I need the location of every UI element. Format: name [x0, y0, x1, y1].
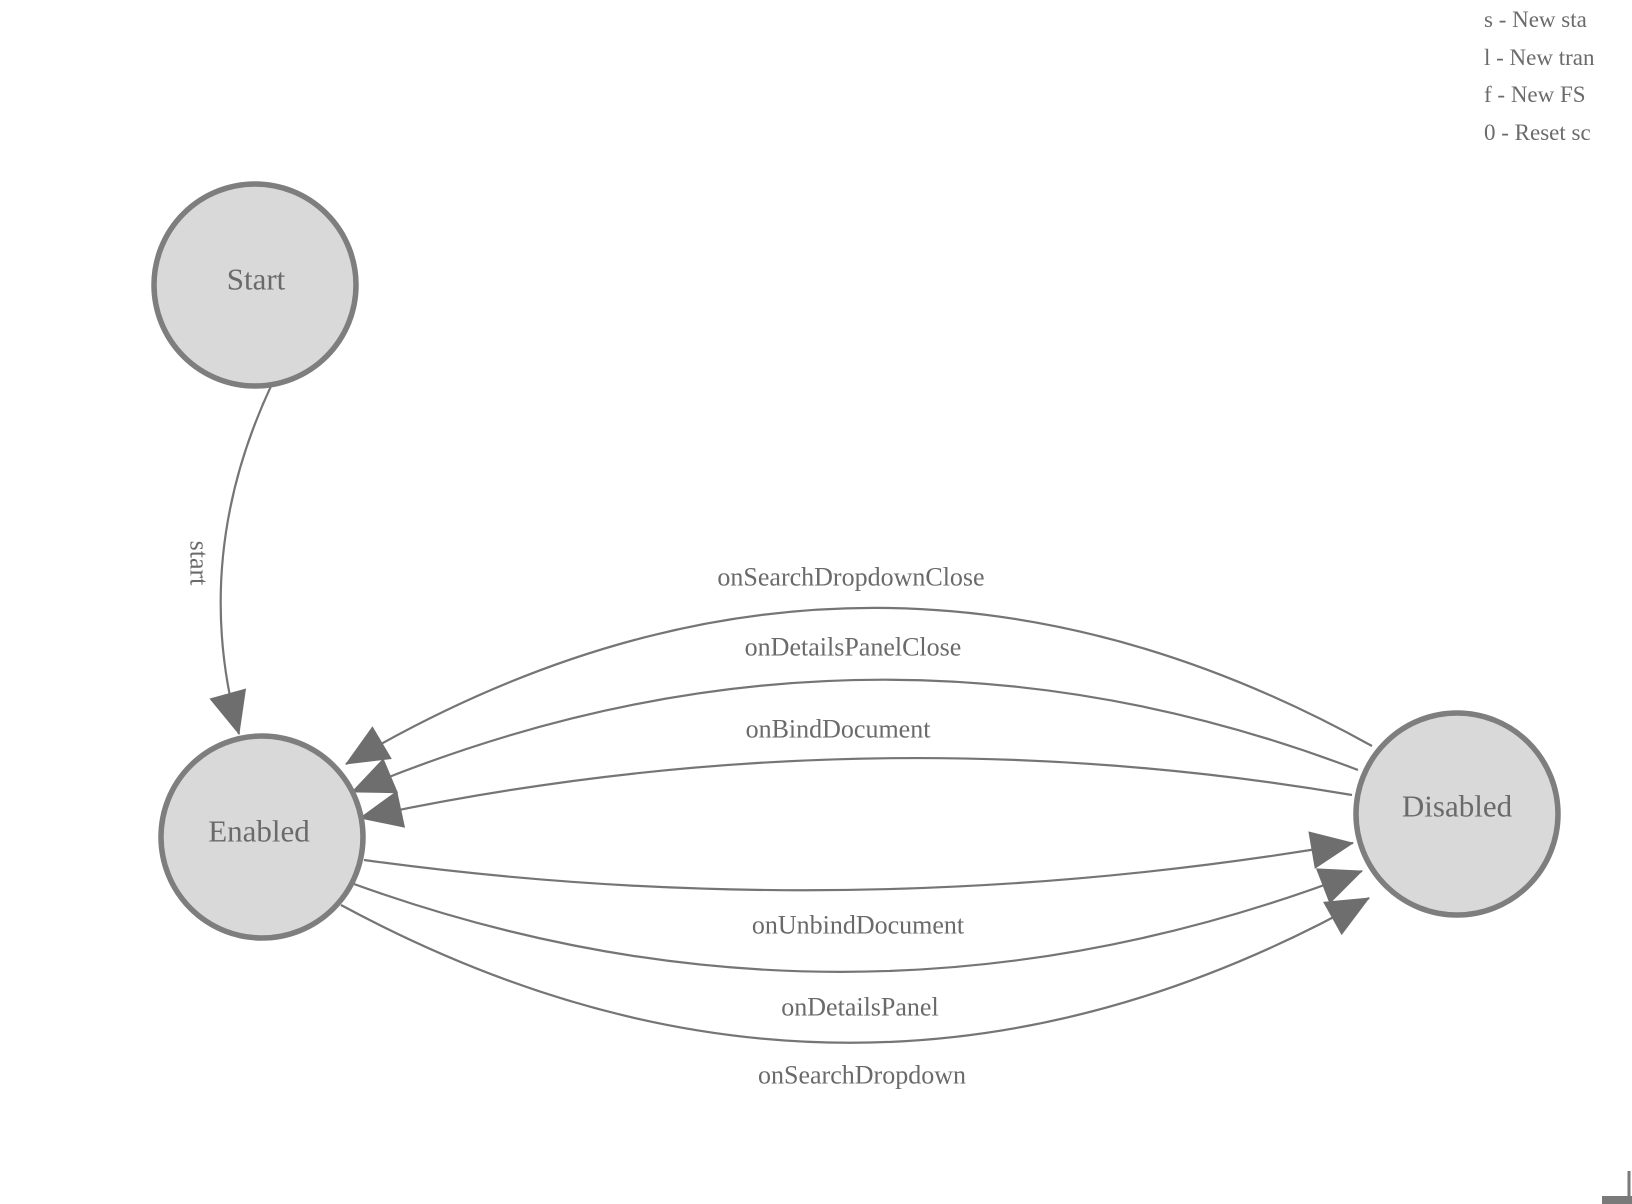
- state-label-start: Start: [227, 262, 286, 297]
- transition-label-onBindDocument: onBindDocument: [746, 715, 932, 744]
- shortcut-legend-line: f - New FS: [1484, 82, 1586, 108]
- state-label-disabled: Disabled: [1402, 789, 1513, 824]
- canvas-border-corner-vertical: [1627, 1171, 1631, 1204]
- transition-label-onDetailsPanelClose: onDetailsPanelClose: [745, 633, 962, 662]
- transition-label-onSearchDropdownClose: onSearchDropdownClose: [717, 563, 984, 592]
- canvas-border-corner-horizontal: [1602, 1196, 1632, 1204]
- transition-edge-onSearchDropdown[interactable]: [340, 897, 1370, 1044]
- state-label-enabled: Enabled: [208, 814, 310, 849]
- transition-edge-onDetailsPanel[interactable]: [353, 868, 1363, 973]
- shortcut-legend-line: s - New sta: [1484, 7, 1587, 32]
- transition-label-onDetailsPanel: onDetailsPanel: [781, 993, 938, 1022]
- transition-label-start: start: [185, 541, 214, 587]
- state-node-enabled[interactable]: Enabled: [158, 733, 366, 941]
- shortcut-legend: s - New sta l - New tran f - New FS 0 - …: [1484, 1, 1595, 152]
- transition-edge-onDetailsPanelClose[interactable]: [351, 678, 1359, 794]
- shortcut-legend-line: 0 - Reset sc: [1484, 120, 1591, 146]
- transition-edge-start[interactable]: [209, 383, 273, 735]
- state-circle-enabled[interactable]: [158, 733, 366, 941]
- state-circle-disabled[interactable]: [1353, 710, 1561, 918]
- canvas-border-corner: [1602, 1171, 1632, 1204]
- shortcut-legend-line: l - New tran: [1484, 44, 1595, 70]
- state-node-disabled[interactable]: Disabled: [1353, 710, 1561, 918]
- transition-label-onUnbindDocument: onUnbindDocument: [752, 911, 965, 940]
- transition-edge-onBindDocument[interactable]: [359, 756, 1353, 828]
- transition-edge-onUnbindDocument[interactable]: [363, 831, 1354, 892]
- state-node-start[interactable]: Start: [151, 181, 359, 389]
- state-circle-start[interactable]: [151, 181, 359, 389]
- transition-label-onSearchDropdown: onSearchDropdown: [758, 1061, 966, 1090]
- transition-edge-onSearchDropdownClose[interactable]: [345, 606, 1373, 765]
